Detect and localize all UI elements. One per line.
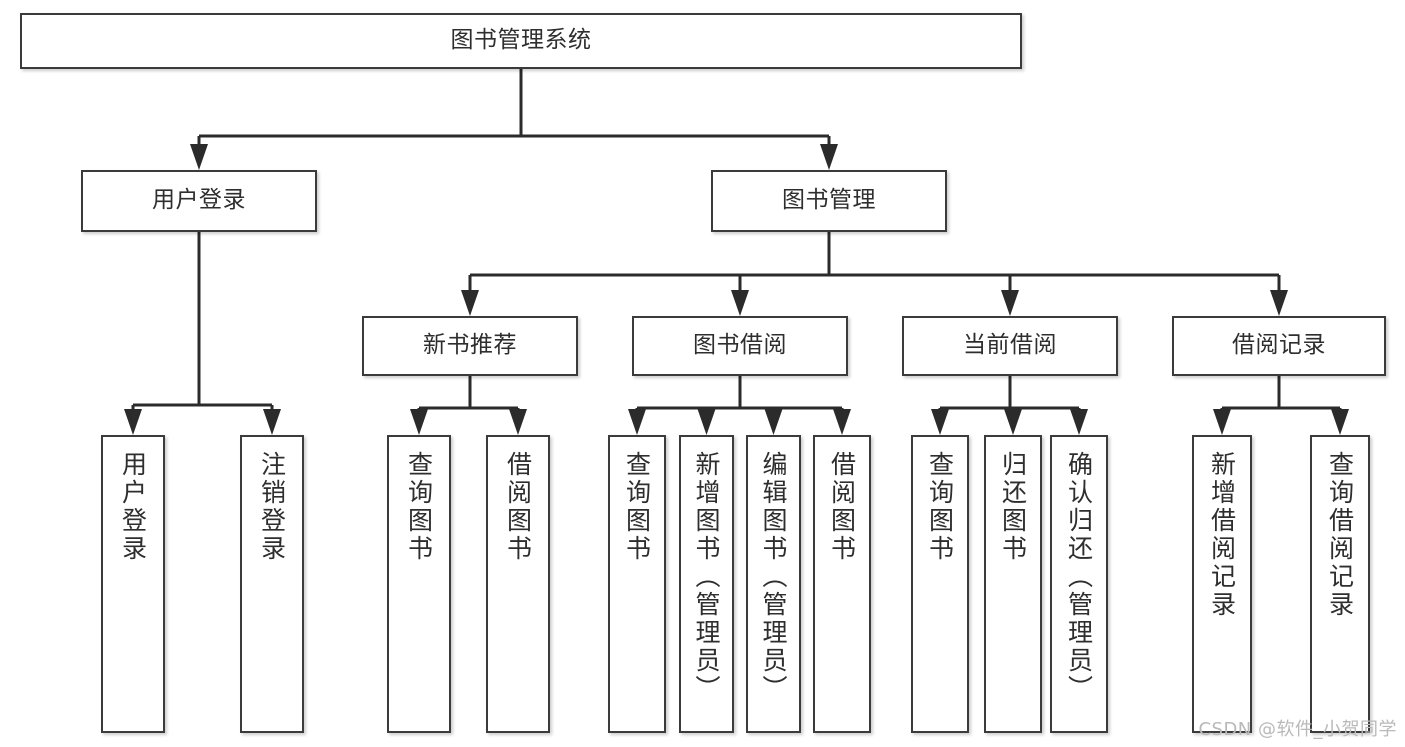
arrowhead-icon — [124, 409, 142, 435]
arrowhead-icon — [833, 409, 851, 435]
node-label: 图书管理 — [782, 187, 876, 214]
node-l3_4[interactable]: 查询图书 — [608, 435, 666, 733]
arrowhead-icon — [820, 144, 838, 170]
node-label: 当前借阅 — [963, 332, 1057, 359]
arrowhead-icon — [410, 409, 428, 435]
arrowhead-icon — [461, 290, 479, 316]
node-label: 新书推荐 — [423, 332, 517, 359]
node-l3_1[interactable]: 注销登录 — [240, 435, 304, 733]
node-label: 编辑图书（管理员） — [759, 451, 788, 703]
node-l3_8[interactable]: 查询图书 — [911, 435, 969, 733]
node-l1_0[interactable]: 用户登录 — [81, 170, 317, 232]
node-l3_7[interactable]: 借阅图书 — [813, 435, 871, 733]
arrowhead-icon — [1070, 409, 1088, 435]
node-label: 确认归还（管理员） — [1064, 451, 1094, 703]
node-label: 用户登录 — [118, 451, 148, 563]
node-root[interactable]: 图书管理系统 — [20, 13, 1022, 69]
arrowhead-icon — [931, 409, 949, 435]
node-label: 查询图书 — [925, 451, 955, 563]
node-l3_0[interactable]: 用户登录 — [101, 435, 165, 733]
arrowhead-icon — [697, 409, 716, 435]
node-label: 借阅图书 — [827, 451, 857, 563]
node-l3_2[interactable]: 查询图书 — [387, 435, 451, 733]
node-label: 查询图书 — [404, 451, 434, 563]
node-label: 归还图书 — [998, 451, 1028, 563]
node-label: 查询借阅记录 — [1325, 451, 1355, 619]
node-l3_3[interactable]: 借阅图书 — [486, 435, 550, 733]
node-l3_10[interactable]: 确认归还（管理员） — [1050, 435, 1108, 733]
node-l3_9[interactable]: 归还图书 — [984, 435, 1042, 733]
arrowhead-icon — [1213, 409, 1231, 435]
csdn-watermark: CSDN @软件_小贺同学 — [1198, 719, 1397, 740]
arrowhead-icon — [1001, 290, 1019, 316]
node-label: 查询图书 — [622, 451, 652, 563]
node-l3_12[interactable]: 查询借阅记录 — [1310, 435, 1370, 733]
node-label: 借阅记录 — [1232, 332, 1326, 359]
node-label: 借阅图书 — [503, 451, 533, 563]
arrowhead-icon — [1004, 409, 1022, 435]
arrowhead-icon — [731, 290, 749, 316]
node-label: 新增图书（管理员） — [692, 451, 721, 703]
arrowhead-icon — [628, 409, 646, 435]
node-l2_1[interactable]: 图书借阅 — [632, 316, 848, 376]
node-l2_2[interactable]: 当前借阅 — [902, 316, 1118, 376]
arrowhead-icon — [764, 409, 783, 435]
node-l2_3[interactable]: 借阅记录 — [1172, 316, 1386, 376]
node-label: 新增借阅记录 — [1207, 451, 1237, 619]
arrowhead-icon — [263, 409, 281, 435]
node-l1_1[interactable]: 图书管理 — [711, 170, 947, 232]
node-label: 图书管理系统 — [450, 27, 592, 54]
arrowhead-icon — [509, 409, 527, 435]
node-label: 用户登录 — [152, 187, 246, 214]
arrowhead-icon — [1270, 290, 1288, 316]
node-l3_5[interactable]: 新增图书（管理员） — [679, 435, 734, 733]
node-label: 图书借阅 — [693, 332, 787, 359]
node-l2_0[interactable]: 新书推荐 — [362, 316, 578, 376]
node-label: 注销登录 — [257, 451, 287, 563]
node-l3_11[interactable]: 新增借阅记录 — [1192, 435, 1252, 733]
arrowhead-icon — [190, 144, 208, 170]
arrowhead-icon — [1331, 409, 1349, 435]
node-l3_6[interactable]: 编辑图书（管理员） — [746, 435, 801, 733]
